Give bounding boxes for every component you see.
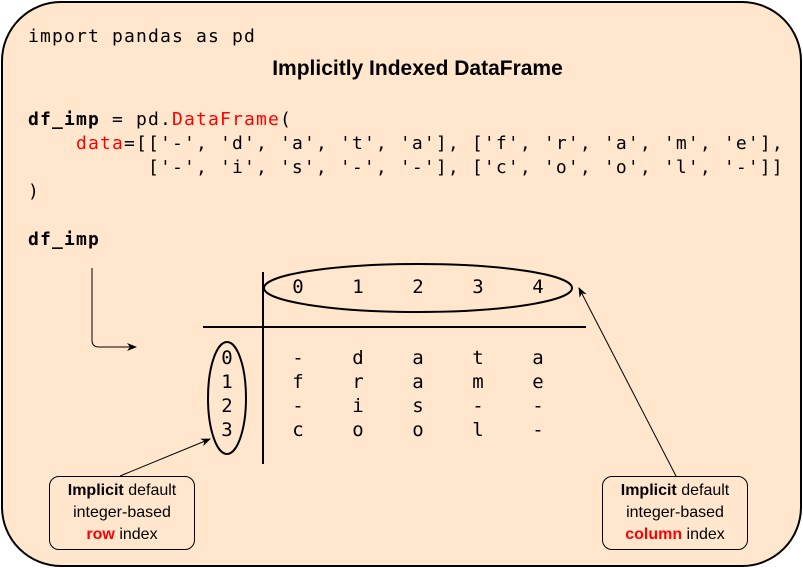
column-note-arrow	[578, 287, 677, 477]
code-import-line: import pandas as pd	[28, 26, 256, 47]
code-data-line: data=[['-', 'd', 'a', 't', 'a'], ['f', '…	[28, 132, 784, 156]
code-text: (	[279, 109, 292, 130]
row-index-ellipse	[207, 341, 247, 455]
code-text: =[['-', 'd', 'a', 't', 'a'], ['f', 'r', …	[124, 133, 784, 154]
table-cell: o	[412, 419, 424, 441]
note-text: integer-based	[73, 504, 171, 521]
table-cell: -	[532, 395, 544, 417]
column-index-note: Implicit default integer-based column in…	[602, 476, 748, 550]
column-header: 2	[412, 276, 424, 298]
note-highlight: row	[86, 526, 115, 543]
note-text: index	[114, 526, 158, 543]
code-dataframe-line: df_imp = pd.DataFrame(	[28, 108, 292, 132]
note-text: index	[682, 526, 725, 543]
row-index-note: Implicit default integer-based row index	[49, 476, 195, 550]
output-arrow	[91, 268, 137, 351]
row-note-arrow	[119, 438, 211, 477]
row-index-label: 1	[221, 371, 233, 393]
table-cell: l	[472, 419, 484, 441]
table-cell: r	[352, 371, 364, 393]
column-index-ellipse	[263, 263, 573, 313]
note-bold: Implicit	[67, 482, 124, 499]
table-cell: -	[292, 347, 304, 369]
code-variable: df_imp	[28, 109, 100, 130]
table-cell: o	[352, 419, 364, 441]
row-index-label: 3	[221, 419, 233, 441]
table-cell: a	[412, 347, 424, 369]
table-cell: a	[532, 347, 544, 369]
code-output-var: df_imp	[28, 229, 100, 250]
table-cell: -	[292, 395, 304, 417]
table-cell: i	[352, 395, 364, 417]
table-cell: d	[352, 347, 364, 369]
note-text: integer-based	[626, 504, 724, 521]
table-cell: f	[292, 371, 304, 393]
code-close-paren: )	[28, 181, 40, 202]
note-text: default	[123, 482, 177, 499]
code-function: DataFrame	[171, 109, 280, 130]
table-cell: s	[412, 395, 424, 417]
row-index-label: 2	[221, 395, 233, 417]
code-indent	[28, 133, 76, 154]
table-cell: -	[532, 419, 544, 441]
code-keyword: data	[76, 133, 124, 154]
diagram-title: Implicitly Indexed DataFrame	[272, 57, 563, 80]
table-cell: -	[472, 395, 484, 417]
column-header: 0	[292, 276, 304, 298]
column-header: 3	[472, 276, 484, 298]
table-cell: e	[532, 371, 544, 393]
table-cell: c	[292, 419, 304, 441]
code-text: = pd.	[99, 109, 172, 130]
note-highlight: column	[625, 526, 683, 543]
column-header: 1	[352, 276, 364, 298]
note-text: default	[676, 482, 730, 499]
note-bold: Implicit	[620, 482, 677, 499]
code-data-line-2: ['-', 'i', 's', '-', '-'], ['c', 'o', 'o…	[28, 157, 784, 178]
table-cell: m	[472, 371, 484, 393]
column-header: 4	[532, 276, 544, 298]
table-cell: a	[412, 371, 424, 393]
table-cell: t	[472, 347, 484, 369]
row-index-label: 0	[221, 347, 233, 369]
